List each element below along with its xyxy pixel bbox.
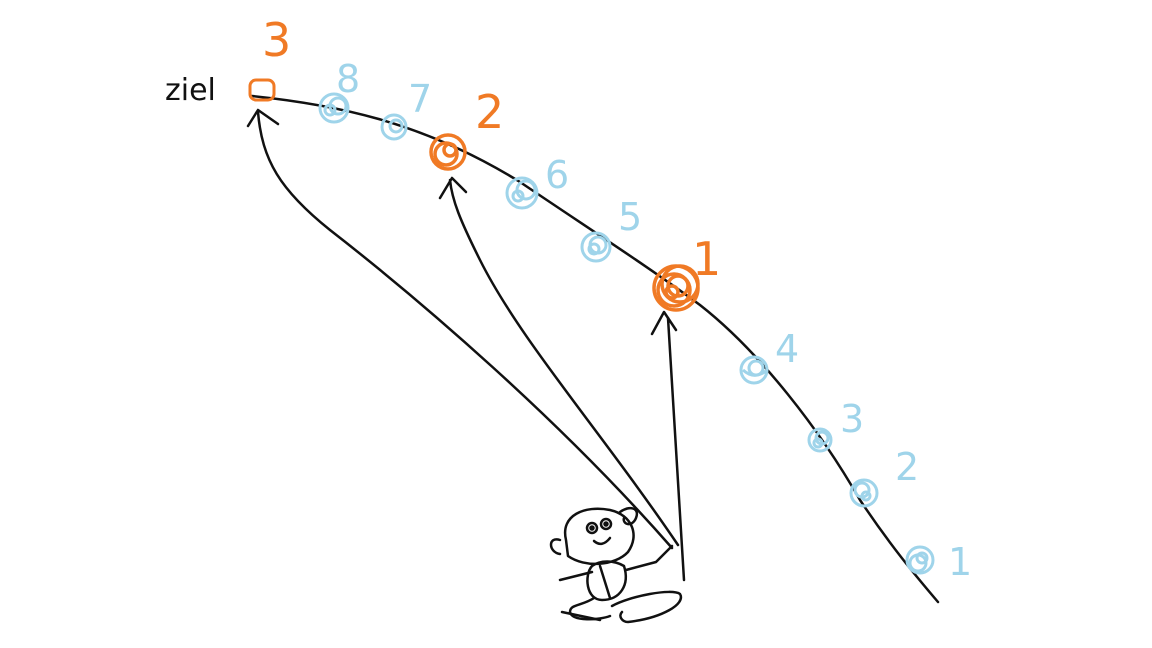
blue-label-6: 6 bbox=[545, 153, 569, 197]
blue-label-4: 4 bbox=[775, 327, 799, 371]
stick-figure-person-icon bbox=[549, 506, 683, 624]
arrow-up-icon bbox=[438, 176, 468, 200]
waypoint-2-icon bbox=[849, 478, 879, 508]
arrow-up-icon bbox=[246, 108, 280, 128]
trajectory-curve bbox=[250, 94, 940, 604]
waypoint-1-icon bbox=[905, 545, 935, 575]
orange-stop-1-icon bbox=[652, 264, 700, 312]
waypoint-8-icon bbox=[318, 92, 350, 124]
orange-labels: 1 2 3 bbox=[262, 13, 721, 286]
blue-waypoints bbox=[318, 92, 935, 575]
orange-stop-2-icon bbox=[429, 133, 467, 171]
blue-label-1: 1 bbox=[948, 540, 972, 584]
blue-label-3: 3 bbox=[840, 397, 864, 441]
blue-label-2: 2 bbox=[895, 445, 919, 489]
waypoint-3-icon bbox=[807, 427, 833, 453]
arrows bbox=[246, 108, 686, 582]
arrow-to-stop-1 bbox=[666, 316, 686, 582]
target-label: ziel bbox=[165, 73, 216, 108]
waypoint-7-icon bbox=[380, 113, 408, 141]
target-square-icon bbox=[248, 78, 276, 102]
orange-label-1: 1 bbox=[692, 232, 721, 286]
orange-label-2: 2 bbox=[475, 85, 504, 139]
waypoint-6-icon bbox=[505, 176, 539, 210]
arrow-up-icon bbox=[650, 310, 678, 336]
waypoint-4-icon bbox=[739, 355, 769, 385]
waypoint-5-icon bbox=[580, 231, 612, 263]
blue-labels: 1 2 3 4 5 6 7 8 bbox=[336, 57, 972, 584]
arrow-to-target bbox=[256, 110, 674, 550]
blue-label-7: 7 bbox=[408, 77, 432, 121]
arrow-to-stop-2 bbox=[448, 178, 680, 547]
blue-label-5: 5 bbox=[618, 195, 642, 239]
orange-label-3: 3 bbox=[262, 13, 291, 67]
orange-waypoints bbox=[429, 133, 700, 312]
blue-label-8: 8 bbox=[336, 57, 360, 101]
